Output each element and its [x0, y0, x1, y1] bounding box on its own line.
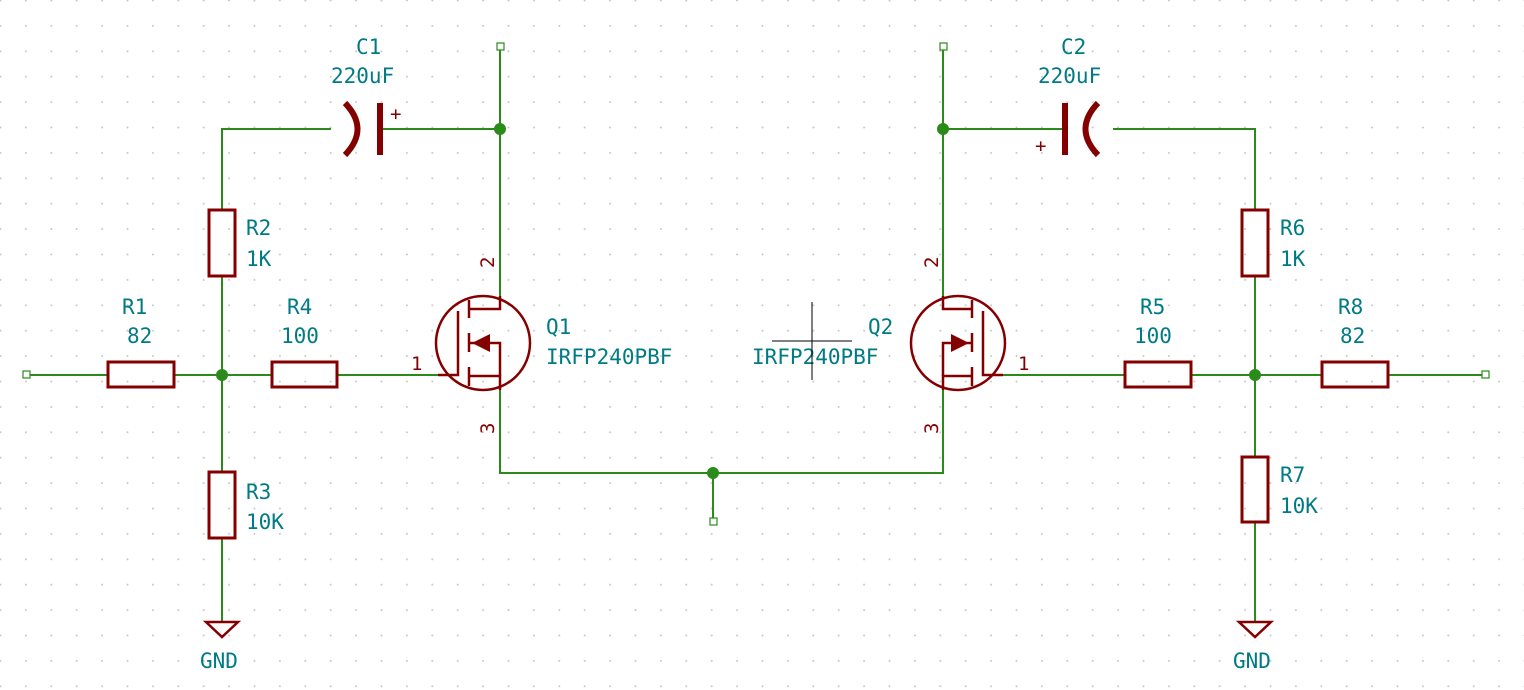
r2-ref: R2: [246, 216, 271, 240]
q1-pin-gate: 1: [411, 353, 422, 375]
terminal-left-input[interactable]: [22, 370, 31, 379]
wire-c2-to-right-top[interactable]: [1113, 128, 1256, 211]
junction-right-node: [1249, 369, 1261, 381]
gnd-right[interactable]: GND: [1233, 620, 1275, 673]
r4-value: 100: [281, 324, 319, 348]
q1-gate-lead: [438, 311, 460, 377]
resistor-r1[interactable]: R1 82: [106, 295, 176, 389]
resistor-r8[interactable]: R8 82: [1320, 295, 1390, 389]
resistor-r7[interactable]: R7 10K: [1240, 455, 1318, 524]
r3-body: [207, 470, 237, 540]
mosfet-q1[interactable]: 1 2 3 Q1 IRFP240PBF: [411, 257, 672, 434]
q1-pin-drain: 2: [477, 257, 499, 268]
gnd-left-label: GND: [200, 649, 238, 673]
q1-drain-lead: [469, 296, 502, 311]
r6-ref: R6: [1280, 216, 1305, 240]
r7-ref: R7: [1280, 463, 1305, 487]
capacitor-c1[interactable]: + C1 220uF: [331, 35, 401, 158]
wire-source-bus[interactable]: [499, 389, 944, 474]
junction-left-node: [216, 369, 228, 381]
wire-left-top-to-c1[interactable]: [221, 128, 331, 211]
junction-q1-drain: [494, 123, 506, 135]
r8-value: 82: [1340, 324, 1365, 348]
q1-pin-source: 3: [477, 423, 499, 434]
r8-ref: R8: [1338, 295, 1363, 319]
c1-value: 220uF: [331, 64, 394, 88]
q2-pin-gate: 1: [1018, 353, 1029, 375]
c1-curved-plate: [342, 100, 361, 158]
r7-value: 10K: [1280, 494, 1318, 518]
q1-ref: Q1: [546, 315, 571, 339]
r4-ref: R4: [287, 295, 312, 319]
r8-body: [1320, 360, 1390, 389]
resistor-r5[interactable]: R5 100: [1123, 295, 1193, 389]
r5-ref: R5: [1140, 295, 1165, 319]
q2-pin-source: 3: [921, 423, 943, 434]
junction-q2-drain: [937, 123, 949, 135]
mosfet-q2[interactable]: 1 2 3 Q2 IRFP240PBF: [752, 257, 1029, 434]
terminal-q2-drain-top[interactable]: [939, 42, 948, 51]
q2-body-circle: [909, 294, 1007, 392]
q2-arrow: [951, 334, 969, 352]
q2-drain-lead: [941, 296, 972, 311]
resistor-r3[interactable]: R3 10K: [207, 470, 284, 540]
terminal-right-output[interactable]: [1481, 370, 1490, 379]
gnd-left[interactable]: GND: [200, 620, 242, 673]
q1-value: IRFP240PBF: [546, 345, 672, 369]
c2-value: 220uF: [1038, 64, 1101, 88]
r6-body: [1240, 208, 1270, 278]
terminals: [22, 42, 1490, 526]
c2-ref: C2: [1061, 35, 1086, 59]
terminal-q1-drain-top[interactable]: [496, 42, 505, 51]
junctions: [216, 123, 1261, 479]
q2-ref: Q2: [868, 315, 893, 339]
r6-value: 1K: [1280, 247, 1306, 271]
r2-body: [207, 208, 237, 278]
r2-value: 1K: [246, 247, 272, 271]
r1-value: 82: [127, 324, 152, 348]
resistor-r4[interactable]: R4 100: [270, 295, 339, 389]
gnd-right-symbol: [1235, 620, 1275, 639]
gnd-left-symbol: [202, 620, 242, 639]
resistor-r6[interactable]: R6 1K: [1240, 208, 1306, 278]
wires: [26, 45, 1487, 621]
r1-ref: R1: [122, 295, 147, 319]
r7-body: [1240, 455, 1270, 524]
q1-arrow: [472, 334, 490, 352]
q2-value: IRFP240PBF: [752, 345, 878, 369]
terminal-source-bottom[interactable]: [709, 517, 718, 526]
c1-plus: +: [390, 103, 401, 125]
c2-plus: +: [1035, 135, 1046, 157]
r5-value: 100: [1134, 324, 1172, 348]
c1-ref: C1: [356, 35, 381, 59]
gnd-right-label: GND: [1233, 649, 1271, 673]
r3-value: 10K: [246, 510, 284, 534]
junction-source-bus: [707, 467, 719, 479]
r1-body: [106, 360, 176, 389]
r3-ref: R3: [246, 480, 271, 504]
capacitor-c2[interactable]: + C2 220uF: [1035, 35, 1101, 158]
r4-body: [270, 360, 339, 389]
q1-body-circle: [434, 294, 532, 392]
r5-body: [1123, 360, 1193, 389]
crosshair-cursor: [772, 302, 852, 380]
resistor-r2[interactable]: R2 1K: [207, 208, 272, 278]
q2-gate-lead: [981, 311, 1003, 377]
c2-curved-plate: [1082, 100, 1101, 158]
q2-pin-drain: 2: [921, 257, 943, 268]
